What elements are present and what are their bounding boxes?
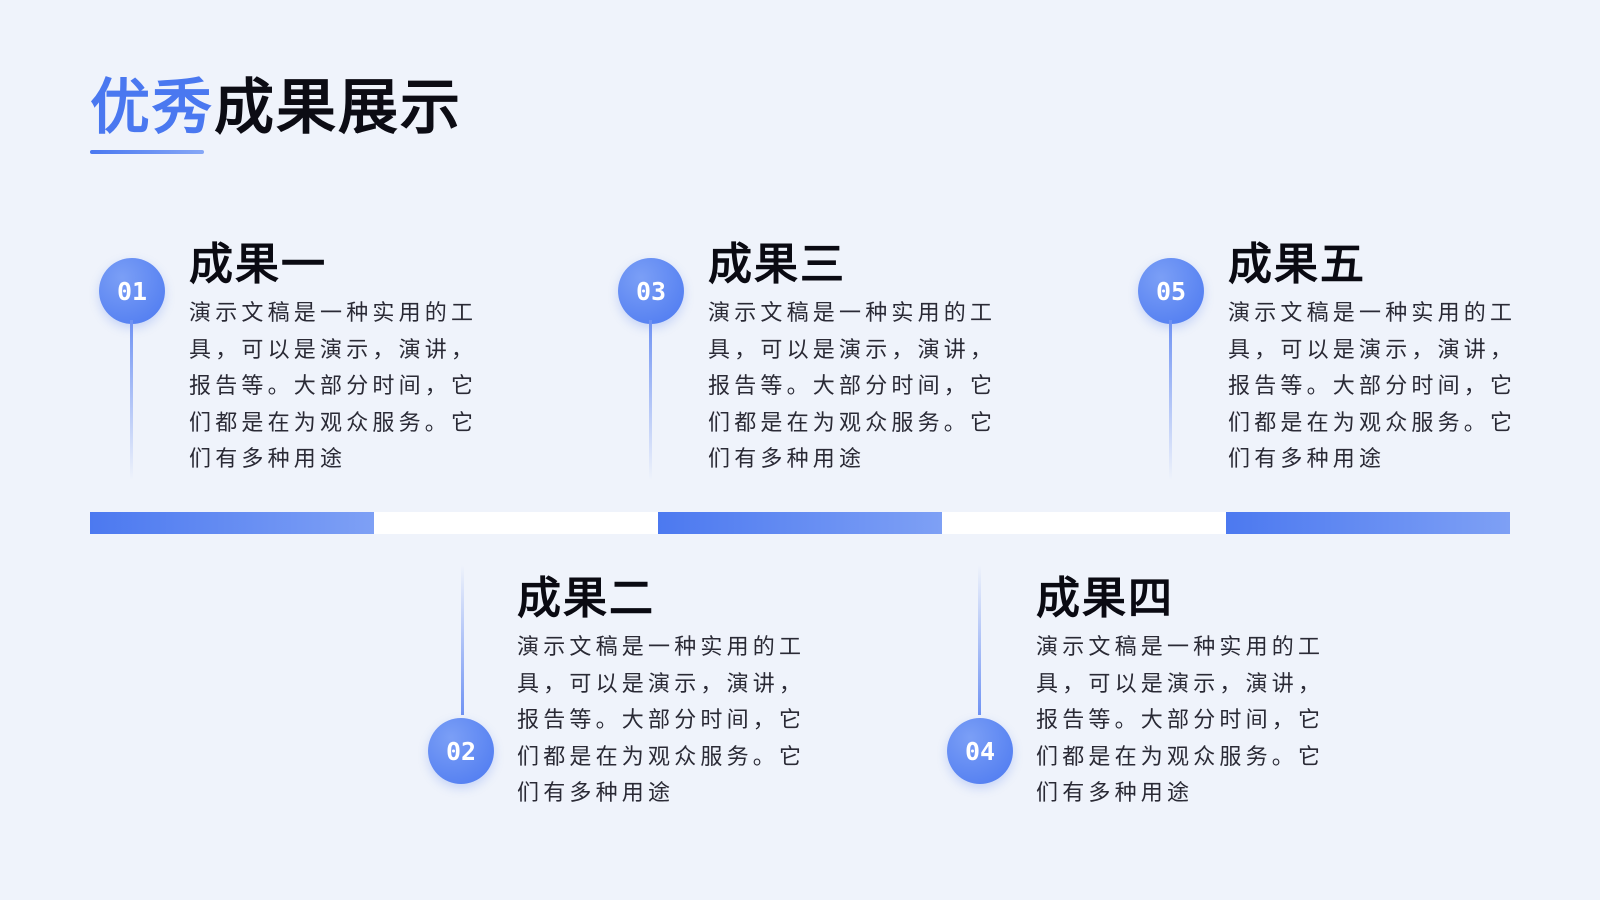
timeline-bar	[90, 512, 1510, 534]
result-description: 演示文稿是一种实用的工具，可以是演示，演讲，报告等。大部分时间，它们都是在为观众…	[1228, 301, 1517, 472]
result-description: 演示文稿是一种实用的工具，可以是演示，演讲，报告等。大部分时间，它们都是在为观众…	[189, 301, 478, 472]
number-badge-03: 03	[618, 258, 684, 324]
connector-line	[130, 320, 133, 480]
number-badge-02: 02	[428, 718, 494, 784]
result-card-5: 成果五 演示文稿是一种实用的工具，可以是演示，演讲，报告等。大部分时间，它们都是…	[1228, 238, 1528, 479]
page-title: 优秀成果展示	[90, 72, 462, 144]
timeline-segment	[942, 512, 1226, 534]
title-underline	[90, 150, 204, 154]
title-rest: 成果展示	[214, 73, 462, 143]
number-badge-01: 01	[99, 258, 165, 324]
timeline-segment	[90, 512, 374, 534]
number-badge-05: 05	[1138, 258, 1204, 324]
result-card-3: 成果三 演示文稿是一种实用的工具，可以是演示，演讲，报告等。大部分时间，它们都是…	[708, 238, 1008, 479]
result-card-4: 成果四 演示文稿是一种实用的工具，可以是演示，演讲，报告等。大部分时间，它们都是…	[1036, 572, 1336, 813]
connector-line	[461, 565, 464, 715]
result-heading: 成果五	[1228, 239, 1366, 290]
result-card-2: 成果二 演示文稿是一种实用的工具，可以是演示，演讲，报告等。大部分时间，它们都是…	[517, 572, 817, 813]
result-description: 演示文稿是一种实用的工具，可以是演示，演讲，报告等。大部分时间，它们都是在为观众…	[1036, 635, 1325, 806]
result-card-1: 成果一 演示文稿是一种实用的工具，可以是演示，演讲，报告等。大部分时间，它们都是…	[189, 238, 489, 479]
timeline-segment	[374, 512, 658, 534]
result-heading: 成果三	[708, 239, 846, 290]
connector-line	[978, 565, 981, 715]
timeline-segment	[1226, 512, 1510, 534]
result-description: 演示文稿是一种实用的工具，可以是演示，演讲，报告等。大部分时间，它们都是在为观众…	[517, 635, 806, 806]
title-accent: 优秀	[90, 73, 214, 143]
connector-line	[1169, 320, 1172, 480]
timeline-segment	[658, 512, 942, 534]
number-badge-04: 04	[947, 718, 1013, 784]
connector-line	[649, 320, 652, 480]
result-heading: 成果二	[517, 573, 655, 624]
result-heading: 成果一	[189, 239, 327, 290]
result-heading: 成果四	[1036, 573, 1174, 624]
result-description: 演示文稿是一种实用的工具，可以是演示，演讲，报告等。大部分时间，它们都是在为观众…	[708, 301, 997, 472]
